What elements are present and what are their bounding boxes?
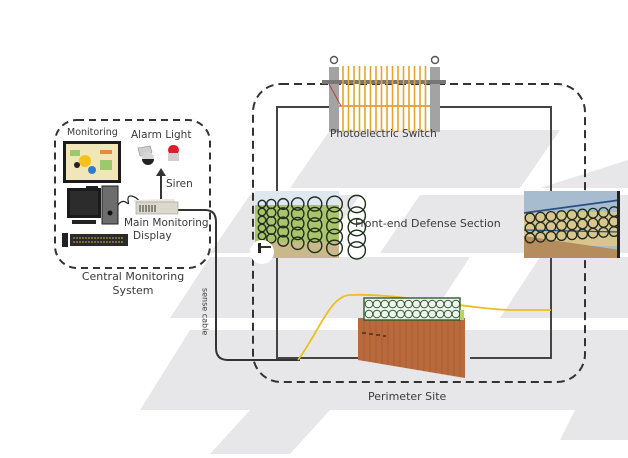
mesh-ring	[325, 228, 344, 246]
central-system-label-line1: Central Monitoring	[81, 270, 185, 283]
mesh-ring	[307, 217, 323, 233]
mesh-ring	[347, 194, 367, 214]
monitoring-label: Monitoring	[67, 127, 118, 138]
mesh-ring	[290, 236, 305, 251]
mesh-ring	[347, 206, 367, 225]
mesh-ring	[277, 234, 290, 247]
mesh-ring	[347, 229, 367, 249]
mesh-ring	[277, 197, 290, 211]
perimeter-site-label: Perimeter Site	[368, 390, 447, 403]
mesh-ring	[451, 309, 461, 319]
main-display-label-line2: Display	[133, 230, 172, 242]
siren-label: Siren	[166, 178, 193, 190]
mesh-ring	[266, 233, 277, 244]
mesh-ring	[347, 241, 367, 260]
mesh-ring	[577, 228, 588, 240]
central-system-label-line2: System	[112, 284, 154, 297]
mesh-ring	[307, 237, 323, 254]
photoelectric-switch-icon	[322, 55, 446, 132]
monitor-map-icon	[63, 141, 121, 189]
siren-arrow-icon	[156, 168, 166, 199]
sensing-cable	[297, 293, 551, 361]
mesh-ring	[598, 226, 609, 238]
mesh-ring	[524, 232, 536, 244]
mesh-ring	[307, 227, 323, 243]
mesh-ring	[277, 216, 290, 229]
mesh-ring	[325, 195, 344, 213]
mesh-ring	[587, 227, 599, 239]
alarm-light-label: Alarm Light	[131, 129, 192, 141]
mesh-ring	[325, 217, 344, 235]
mesh-ring	[347, 217, 367, 237]
main-display-label-line1: Main Monitoring	[124, 217, 209, 229]
railing-fence-photo-right	[523, 191, 621, 258]
mesh-ring	[257, 231, 267, 241]
connecting-cable	[178, 209, 300, 361]
mesh-ring	[277, 225, 290, 238]
photoelectric-switch-label: Photoelectric Switch	[330, 128, 437, 140]
mesh-fence-photo-left	[250, 191, 367, 264]
mesh-ring	[325, 206, 344, 224]
ptz-camera-icon	[137, 145, 154, 165]
wire-left	[276, 106, 330, 360]
central-system-boundary	[54, 119, 211, 269]
mesh-ring	[307, 206, 323, 223]
mesh-ring	[535, 231, 546, 243]
mesh-ring	[277, 207, 290, 220]
mesh-ring	[290, 206, 305, 221]
mesh-ring	[545, 230, 557, 242]
keyboard-icon	[62, 233, 128, 247]
mesh-ring	[566, 229, 578, 241]
mesh-ring	[290, 216, 305, 231]
mesh-ring	[307, 196, 323, 212]
front-end-defense-label: Front-end Defense Section	[355, 217, 501, 230]
mesh-ring	[325, 239, 344, 257]
alarm-light-icon	[168, 145, 179, 161]
mesh-ring	[290, 197, 305, 211]
mesh-ring	[451, 299, 461, 309]
usb-cable	[117, 195, 141, 206]
mesh-ring	[290, 226, 305, 241]
wall-fence-icon	[358, 297, 465, 378]
sense-cable-label: sense cable	[200, 287, 210, 336]
controller-box-icon	[134, 199, 179, 215]
computer-tower-icon	[67, 185, 119, 225]
mesh-ring	[556, 230, 567, 242]
